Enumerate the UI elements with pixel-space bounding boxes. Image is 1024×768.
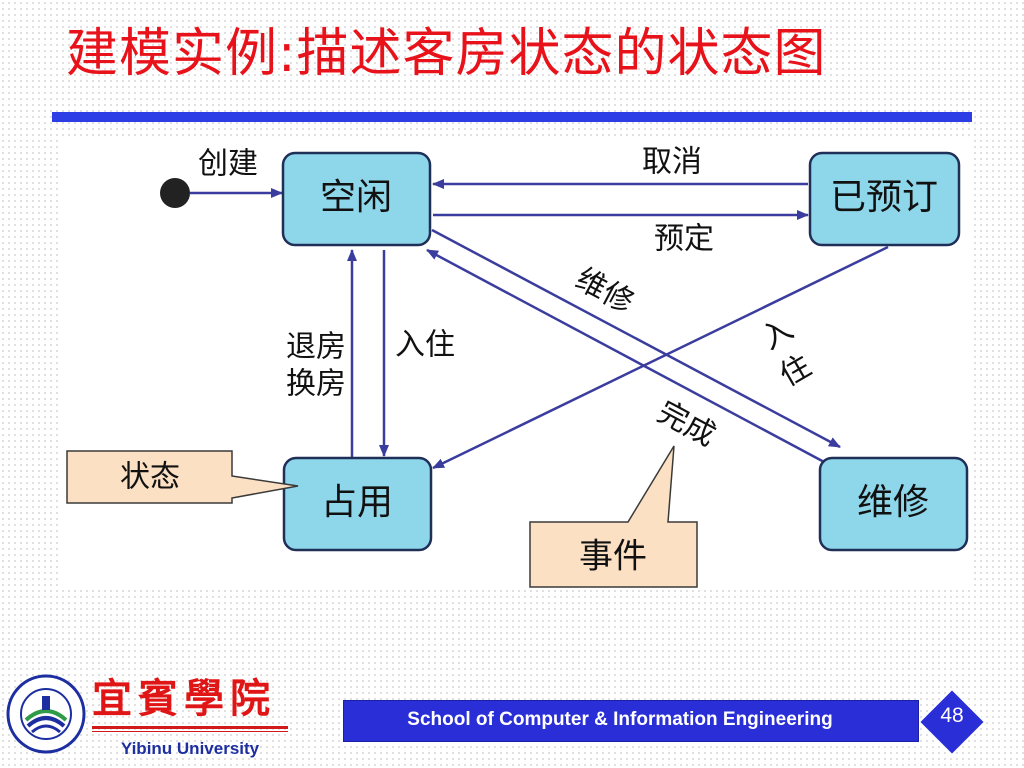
title-divider <box>52 112 972 122</box>
event-checkin-diag-char2: 住 <box>774 348 817 393</box>
university-seal-logo <box>6 674 86 754</box>
event-checkin-label: 入住 <box>395 328 455 363</box>
callout-state-shape <box>66 450 299 504</box>
arrow-complete <box>426 248 827 465</box>
state-idle-label: 空闲 <box>320 177 392 218</box>
university-name-cn: 宜賓學院 <box>92 675 276 722</box>
callout-state-label: 状态 <box>120 460 180 495</box>
state-reserved-label: 已预订 <box>830 177 938 218</box>
event-checkin-diag-char1: 入 <box>756 311 799 356</box>
event-reserve-label: 预定 <box>654 222 714 257</box>
state-reserved <box>808 151 961 247</box>
university-rule-thick <box>92 726 288 729</box>
initial-state-dot <box>160 178 190 208</box>
callout-event-shape <box>529 445 698 588</box>
callout-event-label: 事件 <box>579 537 647 577</box>
state-maintenance-label: 维修 <box>857 482 929 523</box>
slide-title: 建模实例:描述客房状态的状态图 <box>66 24 827 84</box>
event-change-room-label: 换房 <box>286 367 346 402</box>
footer-bar <box>343 700 919 742</box>
state-maintenance <box>818 456 969 552</box>
university-rule-thin <box>92 731 288 732</box>
footer-school-name: School of Computer & Information Enginee… <box>407 709 833 730</box>
arrow-checkin-reserved <box>432 245 889 470</box>
page-number-badge <box>919 689 985 755</box>
page-number: 48 <box>940 704 964 727</box>
university-name-en: Yibinu University <box>120 739 260 758</box>
state-idle <box>281 151 432 247</box>
event-create-label: 创建 <box>198 147 258 182</box>
event-checkout-label: 退房 <box>286 330 346 365</box>
state-occupied <box>282 456 433 552</box>
arrow-repair <box>431 228 841 449</box>
event-cancel-label: 取消 <box>642 145 702 180</box>
state-occupied-label: 占用 <box>321 482 393 523</box>
event-complete-label: 完成 <box>652 395 721 454</box>
event-repair-label: 维修 <box>570 262 639 321</box>
